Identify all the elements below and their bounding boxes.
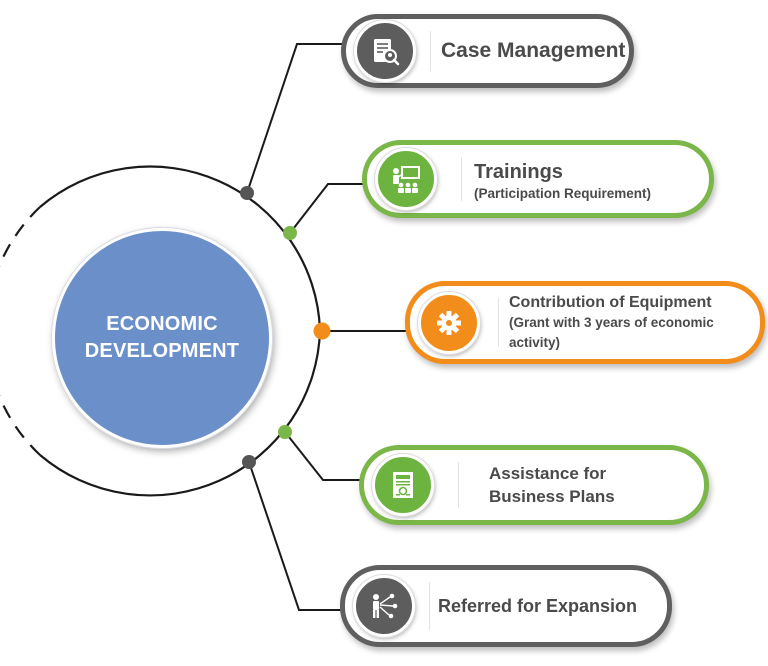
document-search-icon	[354, 20, 416, 82]
business-plan-document-icon	[372, 454, 434, 516]
dot-equipment	[313, 322, 331, 340]
separator	[461, 157, 462, 201]
dot-case-management	[240, 186, 254, 200]
connector-trainings	[289, 183, 365, 234]
connector-business-plans	[284, 431, 362, 481]
presentation-training-icon	[375, 148, 437, 210]
center-label: ECONOMIC DEVELOPMENT	[84, 313, 240, 362]
item-trainings: Trainings (Participation Requirement)	[362, 140, 714, 218]
separator	[458, 462, 459, 508]
text-block: Trainings (Participation Requirement)	[462, 160, 651, 203]
item-contribution-of-equipment: Contribution of Equipment (Grant with 3 …	[405, 281, 765, 364]
item-title: Trainings	[474, 160, 563, 183]
connector-case-management	[246, 43, 345, 194]
dot-business-plans	[278, 425, 292, 439]
item-subtitle: (Grant with 3 years of economic activity…	[509, 315, 714, 350]
item-title: Assistance for Business Plans	[489, 464, 615, 506]
item-title: Case Management	[441, 39, 626, 62]
dot-trainings	[283, 226, 297, 240]
text-block: Contribution of Equipment (Grant with 3 …	[499, 292, 749, 353]
text-block: Assistance for Business Plans	[459, 462, 669, 508]
item-subtitle: (Participation Requirement)	[474, 185, 652, 201]
item-case-management: Case Management	[341, 14, 634, 88]
separator	[498, 298, 499, 347]
connector-expansion	[248, 461, 344, 611]
gear-icon	[418, 291, 480, 354]
separator	[430, 31, 431, 71]
item-assistance-business-plans: Assistance for Business Plans	[359, 445, 709, 525]
text-block: Referred for Expansion	[430, 594, 637, 618]
separator	[429, 582, 430, 630]
text-block: Case Management	[431, 39, 625, 63]
item-referred-for-expansion: Referred for Expansion	[340, 565, 672, 647]
outer-ring-dashed	[0, 206, 41, 456]
item-title: Referred for Expansion	[438, 596, 638, 616]
network-expansion-icon	[353, 575, 415, 637]
dot-expansion	[242, 455, 256, 469]
item-title: Contribution of Equipment	[509, 294, 712, 311]
center-node: ECONOMIC DEVELOPMENT	[52, 228, 272, 448]
